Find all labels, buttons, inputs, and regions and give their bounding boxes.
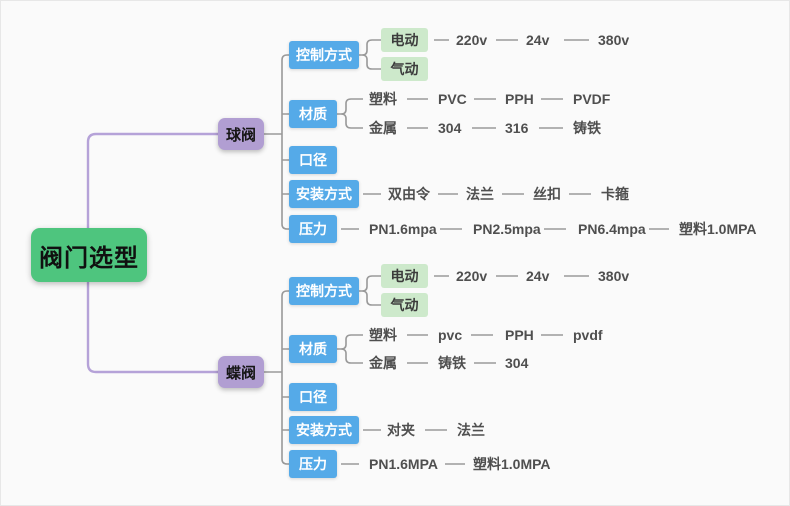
connector-butterfly-chain-links [341, 275, 589, 465]
node-butterfly-flange[interactable]: 法兰 [457, 422, 485, 438]
node-butterfly-pressure[interactable]: 压力 [289, 450, 337, 478]
connector-butterfly-material-children [337, 334, 363, 364]
node-butterfly-plastic-1-0mpa[interactable]: 塑料1.0MPA [473, 456, 551, 472]
node-label: 安装方式 [296, 422, 352, 438]
node-butterfly-caliber[interactable]: 口径 [289, 383, 337, 411]
node-ball-clamp[interactable]: 卡箍 [601, 186, 629, 202]
node-ball-electric[interactable]: 电动 [381, 28, 428, 52]
node-butterfly-pn1-6[interactable]: PN1.6MPA [369, 456, 438, 472]
node-ball-pn2-5[interactable]: PN2.5mpa [473, 221, 541, 237]
node-ball-pph[interactable]: PPH [505, 91, 534, 107]
node-label: 材质 [299, 106, 327, 122]
node-ball-pn6-4[interactable]: PN6.4mpa [578, 221, 646, 237]
node-label: 安装方式 [296, 186, 352, 202]
node-ball-flange[interactable]: 法兰 [466, 186, 494, 202]
node-label: 控制方式 [296, 47, 352, 63]
node-ball-material[interactable]: 材质 [289, 100, 337, 128]
node-butterfly-material[interactable]: 材质 [289, 335, 337, 363]
node-label: 电动 [390, 32, 419, 48]
node-ball-pvdf[interactable]: PVDF [573, 91, 611, 107]
node-ball-316[interactable]: 316 [505, 120, 529, 136]
node-ball-install-method[interactable]: 安装方式 [289, 180, 359, 208]
node-ball-pn1-6[interactable]: PN1.6mpa [369, 221, 437, 237]
node-butterfly-pneumatic[interactable]: 气动 [381, 293, 428, 317]
node-ball-metal[interactable]: 金属 [369, 120, 397, 136]
connector-root-to-ball-valve [86, 132, 218, 228]
node-ball-voltage-24v[interactable]: 24v [526, 32, 550, 48]
node-butterfly-wafer[interactable]: 对夹 [387, 422, 415, 438]
node-ball-caliber[interactable]: 口径 [289, 146, 337, 174]
node-butterfly-electric[interactable]: 电动 [381, 264, 428, 288]
node-ball-valve[interactable]: 球阀 [218, 118, 264, 150]
node-ball-plastic[interactable]: 塑料 [369, 91, 397, 107]
node-label: 压力 [299, 456, 327, 472]
node-butterfly-control-method[interactable]: 控制方式 [289, 277, 359, 305]
connector-ball-branches [264, 54, 289, 230]
node-ball-control-method[interactable]: 控制方式 [289, 41, 359, 69]
node-ball-union[interactable]: 双由令 [388, 186, 430, 202]
node-butterfly-plastic[interactable]: 塑料 [369, 327, 397, 343]
connector-ball-material-children [337, 98, 363, 129]
node-label: 口径 [299, 389, 327, 405]
node-label: 气动 [390, 297, 419, 313]
node-butterfly-pph[interactable]: PPH [505, 327, 534, 343]
node-label: 阀门选型 [39, 244, 139, 272]
node-label: 气动 [390, 61, 419, 77]
node-ball-pneumatic[interactable]: 气动 [381, 57, 428, 81]
connector-butterfly-control-children [359, 275, 381, 306]
node-ball-thread[interactable]: 丝扣 [533, 186, 561, 202]
connector-butterfly-branches [264, 290, 289, 465]
connector-ball-chain-links [341, 39, 669, 230]
node-ball-voltage-220v[interactable]: 220v [456, 32, 488, 48]
connector-root-to-butterfly-valve [86, 282, 218, 374]
node-butterfly-install-method[interactable]: 安装方式 [289, 416, 359, 444]
node-butterfly-voltage-380v[interactable]: 380v [598, 268, 630, 284]
node-label: 蝶阀 [225, 364, 256, 382]
node-butterfly-valve[interactable]: 蝶阀 [218, 356, 264, 388]
node-label: 控制方式 [296, 283, 352, 299]
node-ball-cast-iron[interactable]: 铸铁 [573, 120, 601, 136]
node-ball-pressure[interactable]: 压力 [289, 215, 337, 243]
node-ball-voltage-380v[interactable]: 380v [598, 32, 630, 48]
node-ball-pvc[interactable]: PVC [438, 91, 467, 107]
connector-ball-control-children [359, 39, 381, 70]
node-ball-304[interactable]: 304 [438, 120, 462, 136]
node-label: 材质 [299, 341, 327, 357]
node-butterfly-voltage-24v[interactable]: 24v [526, 268, 550, 284]
node-label: 口径 [299, 152, 327, 168]
node-butterfly-pvc[interactable]: pvc [438, 327, 463, 343]
node-butterfly-metal[interactable]: 金属 [369, 355, 397, 371]
node-butterfly-voltage-220v[interactable]: 220v [456, 268, 488, 284]
node-butterfly-cast-iron[interactable]: 铸铁 [438, 355, 466, 371]
node-label: 球阀 [225, 126, 256, 144]
node-label: 压力 [299, 221, 327, 237]
node-root-valve-selection[interactable]: 阀门选型 [31, 228, 147, 282]
node-ball-plastic-1-0mpa[interactable]: 塑料1.0MPA [679, 221, 757, 237]
node-butterfly-pvdf[interactable]: pvdf [573, 327, 603, 343]
node-butterfly-304[interactable]: 304 [505, 355, 529, 371]
node-label: 电动 [390, 268, 419, 284]
